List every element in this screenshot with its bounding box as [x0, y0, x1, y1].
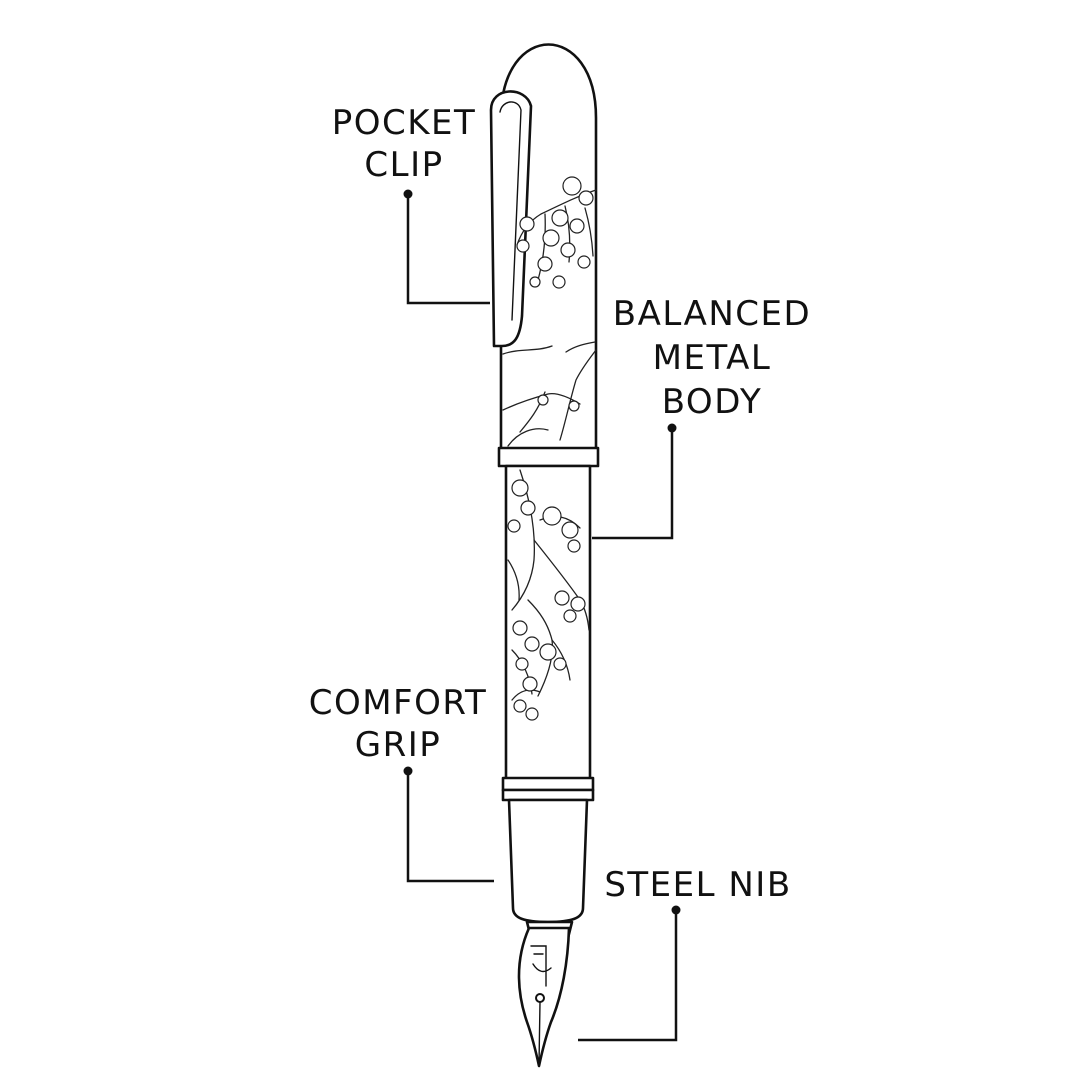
pocket-clip-label-line-1: POCKET — [332, 103, 477, 143]
fountain-pen — [489, 43, 600, 1068]
barrel-ring-2 — [501, 788, 595, 802]
nib-engraving — [530, 945, 552, 987]
pocket-clip — [489, 90, 533, 348]
comfort-grip-leader-line — [406, 771, 494, 883]
barrel-blossom-engraving — [507, 469, 590, 721]
comfort-grip-label-line-2: GRIP — [355, 725, 442, 765]
callout-balanced-metal-body: BALANCED METAL BODY — [592, 294, 811, 540]
callout-comfort-grip: COMFORT GRIP — [309, 683, 494, 883]
nib-slit — [538, 1001, 541, 1065]
balanced-metal-body-label-line-3: BODY — [662, 382, 763, 422]
steel-nib-leader-line — [578, 910, 678, 1042]
pocket-clip-label-line-2: CLIP — [364, 145, 443, 185]
balanced-metal-body-label-line-2: METAL — [653, 338, 772, 378]
grip-section — [507, 798, 589, 924]
comfort-grip-label-line-1: COMFORT — [309, 683, 488, 723]
cap-blossom-engraving — [502, 176, 597, 447]
callout-pocket-clip: POCKET CLIP — [332, 103, 490, 305]
balanced-metal-body-label-line-1: BALANCED — [613, 294, 811, 334]
barrel-ring-1 — [501, 776, 595, 792]
pocket-clip-inner — [499, 101, 522, 321]
callout-steel-nib: STEEL NIB — [578, 865, 791, 1042]
pocket-clip-leader-line — [406, 194, 490, 305]
steel-nib-label: STEEL NIB — [604, 865, 791, 905]
cap-band — [497, 446, 600, 468]
balanced-metal-body-leader-line — [592, 428, 674, 540]
nib-breather-hole — [535, 993, 545, 1003]
